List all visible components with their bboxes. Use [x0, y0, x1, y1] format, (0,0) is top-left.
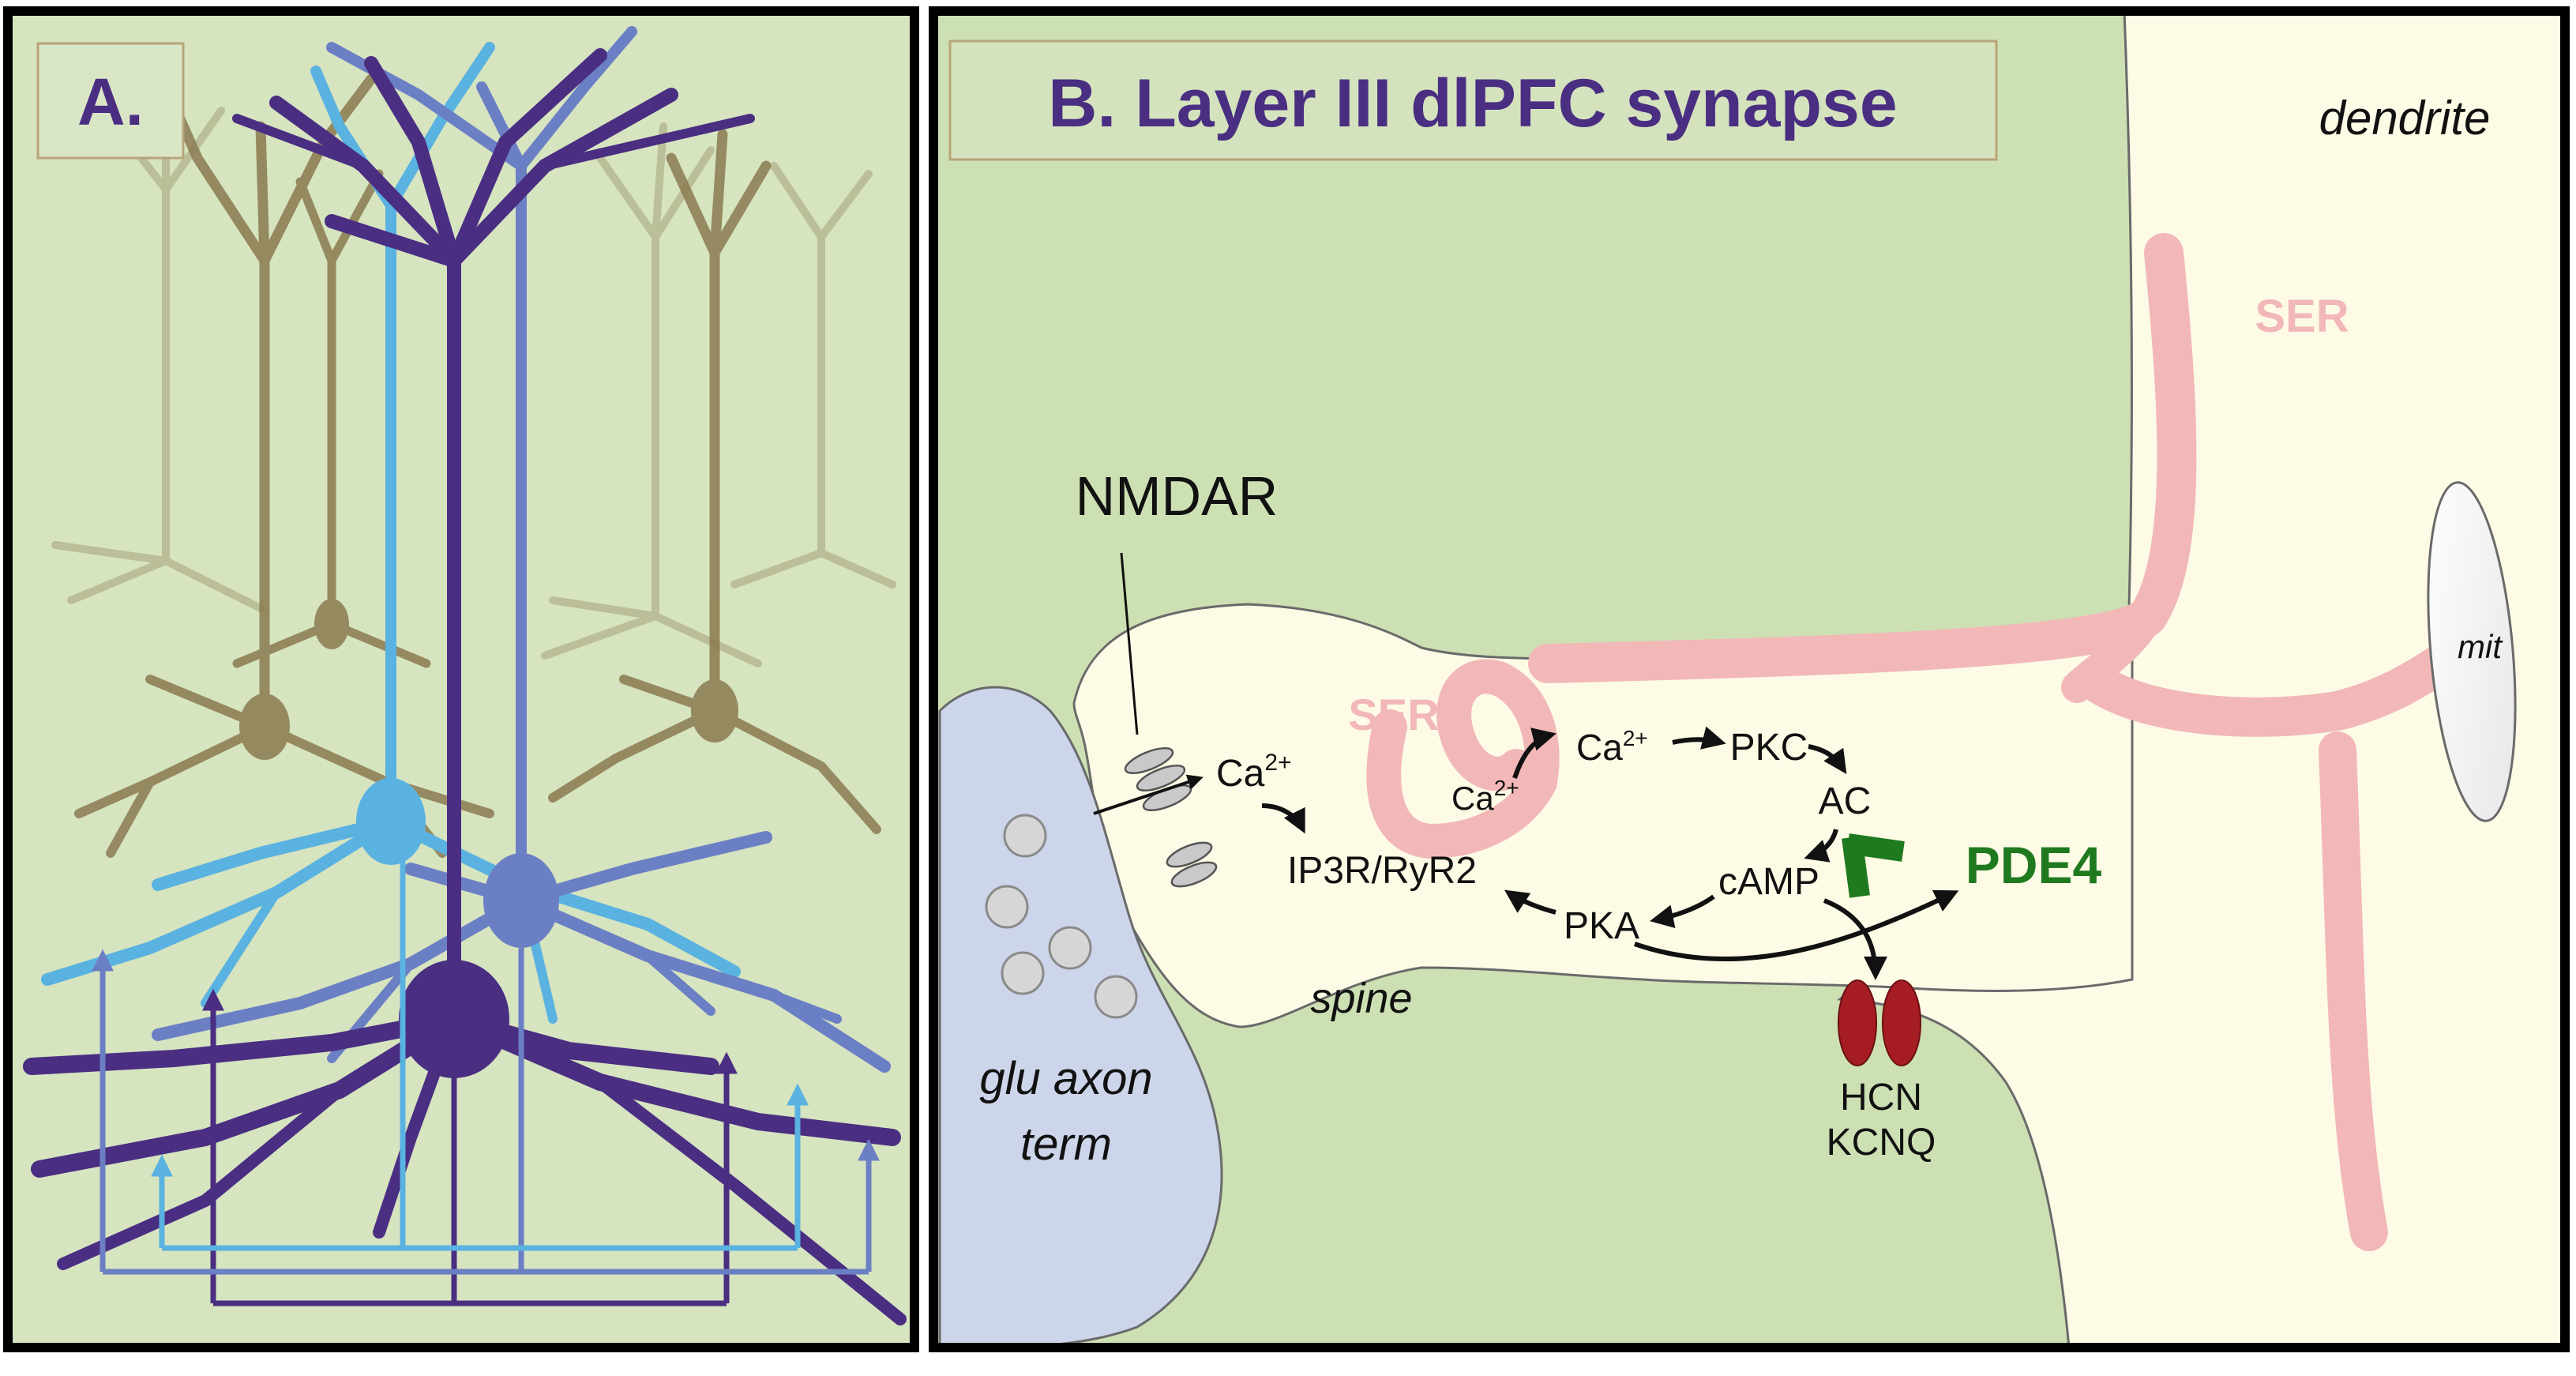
- recurrent-axons: [92, 861, 869, 1306]
- panel-b-title-box: [948, 39, 1998, 161]
- channel-subunit: [1838, 979, 1877, 1066]
- axon-light: [159, 861, 798, 1251]
- kcnq-label: KCNQ: [1827, 1122, 1936, 1164]
- ca-influx-label: Ca2+: [1216, 750, 1292, 795]
- glu-axon-label: glu axon: [979, 1053, 1152, 1104]
- ser-dendrite: [1528, 233, 2460, 1251]
- axon-mid: [100, 948, 869, 1275]
- background-neurons: [51, 91, 896, 667]
- vesicle: [1048, 926, 1092, 970]
- arrow-ser-ca-to-ca: [1512, 727, 1556, 779]
- nmda-receptors: [1124, 747, 1218, 888]
- vesicle: [985, 885, 1029, 929]
- receptor: [1170, 861, 1218, 888]
- receptor: [1166, 841, 1213, 868]
- ser-spine-label: SER: [1348, 690, 1439, 739]
- signaling-arrows: [1261, 726, 1959, 980]
- olive-neurons: [74, 73, 881, 858]
- channel-subunit: [1882, 979, 1921, 1066]
- arrow-ca-to-pkc: [1672, 726, 1726, 750]
- spine-label: spine: [1310, 975, 1412, 1022]
- arrow-pka-to-pde4: [1634, 889, 1959, 962]
- pde4-label: PDE4: [1966, 836, 2102, 894]
- dark-purple-neuron: [23, 48, 907, 1325]
- panel-b-title: B. Layer III dlPFC synapse: [1048, 66, 1897, 141]
- panel-b-labels: dendrite SER SER mit NMDAR Ca2+ Ca2+ Ca2…: [979, 92, 2503, 1170]
- ser-dendrite-label: SER: [2255, 291, 2349, 342]
- ip3r-label: IP3R/RyR2: [1287, 850, 1477, 892]
- vesicle: [1094, 975, 1138, 1019]
- receptor: [1124, 747, 1174, 774]
- mitochondrion: [2427, 481, 2517, 822]
- dendrite-shaft: [1837, 9, 2567, 1349]
- axon-dark: [210, 995, 727, 1306]
- panel-a-label-box: [36, 42, 185, 160]
- pde4-inhibition-icon: [1842, 833, 1905, 898]
- nmdar-label: NMDAR: [1076, 465, 1279, 527]
- panel-a-border: [3, 6, 919, 1352]
- arrow-pka-to-ip3r: [1504, 889, 1556, 915]
- glu-axon-terminal: [938, 686, 1223, 1349]
- vesicle: [1003, 814, 1047, 858]
- receptor: [1136, 765, 1186, 791]
- pka-label: PKA: [1564, 905, 1639, 947]
- nmdar-pointer: [1120, 552, 1139, 735]
- mit-label: mit: [2458, 628, 2503, 665]
- vesicle: [1001, 951, 1045, 995]
- arrow-camp-to-pka: [1650, 894, 1715, 928]
- panel-a: A.: [3, 6, 919, 1352]
- term-label: term: [1020, 1118, 1112, 1170]
- hcn-kcnq-channel: [1838, 979, 1921, 1066]
- panel-b: dendrite SER SER mit NMDAR Ca2+ Ca2+ Ca2…: [929, 6, 2570, 1352]
- arrow-ac-to-camp: [1804, 829, 1838, 863]
- medium-blue-neuron: [152, 26, 891, 1073]
- camp-label: cAMP: [1718, 861, 1819, 903]
- vesicles: [985, 814, 1138, 1019]
- ca-pkc-label: Ca2+: [1576, 726, 1648, 768]
- arrow-pkc-to-ac: [1808, 744, 1847, 774]
- pkc-label: PKC: [1730, 727, 1808, 769]
- panel-a-label: A.: [77, 65, 144, 139]
- ca-influx-arrow: [1093, 774, 1204, 815]
- panel-b-border: [929, 6, 2570, 1352]
- ac-label: AC: [1819, 780, 1872, 822]
- ca-ser-label: Ca2+: [1451, 776, 1519, 817]
- dendrite-label: dendrite: [2319, 92, 2491, 145]
- arrow-ca-to-ip3r: [1261, 803, 1305, 834]
- hcn-label: HCN: [1840, 1077, 1922, 1118]
